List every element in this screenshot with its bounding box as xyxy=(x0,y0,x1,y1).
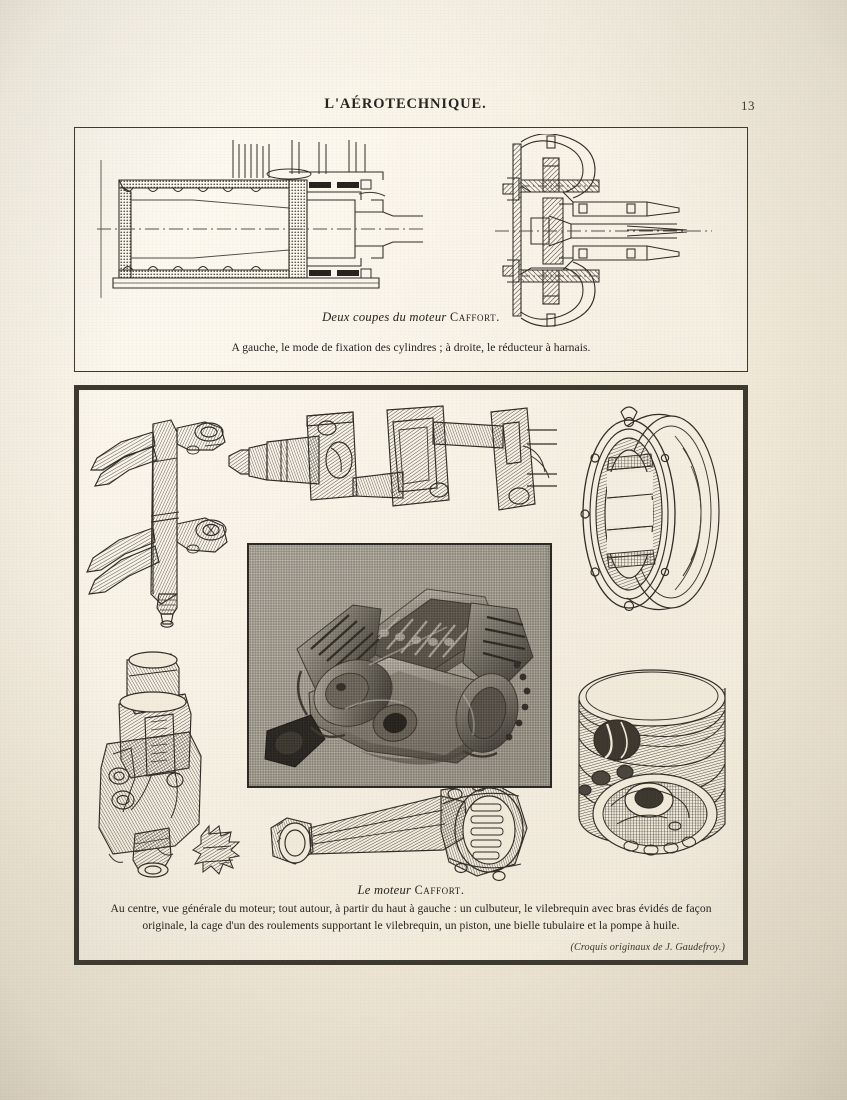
oil-pump xyxy=(98,651,241,878)
engine-photo-image xyxy=(249,545,550,786)
plate-sections-caption-sub: A gauche, le mode de fixation des cylind… xyxy=(231,341,591,354)
plate-engine-caption-title: Le moteur Caffort. xyxy=(75,883,747,898)
running-head-title: L'AÉROTECHNIQUE. xyxy=(324,96,487,112)
connecting-rod xyxy=(270,780,528,882)
engine-photo xyxy=(247,543,552,788)
crankshaft xyxy=(228,405,557,511)
running-head: L'AÉROTECHNIQUE. 13 xyxy=(0,96,847,118)
plate-sections-caption-title: Deux coupes du moteur Caffort. xyxy=(75,310,747,325)
harness-reduction-gear-section xyxy=(495,134,712,327)
plate-engine-frame: Le moteur Caffort. Au centre, vue généra… xyxy=(74,385,748,965)
piston xyxy=(578,669,726,856)
caption-title-text: Le moteur xyxy=(357,883,415,897)
caption-title-text: Deux coupes du moteur xyxy=(322,310,450,324)
plate-sections-body: Deux coupes du moteur Caffort. A gauche,… xyxy=(75,128,747,371)
plate-engine-caption-line1: Au centre, vue générale du moteur; tout … xyxy=(110,902,712,915)
plate-engine-credit: (Croquis originaux de J. Gaudefroy.) xyxy=(570,942,725,953)
caption-title-smallcaps: Caffort. xyxy=(414,883,465,897)
page-folio-number: 13 xyxy=(741,98,755,113)
caption-title-smallcaps: Caffort. xyxy=(449,310,500,324)
plate-sections-frame: Deux coupes du moteur Caffort. A gauche,… xyxy=(74,127,748,372)
halftone-texture xyxy=(249,545,550,786)
bearing-cage xyxy=(580,406,720,612)
plate-engine-body: Le moteur Caffort. Au centre, vue généra… xyxy=(75,386,747,964)
rocker-arm xyxy=(86,419,228,628)
cylinder-mounting-section xyxy=(97,140,423,298)
plate-engine-caption-line2: originale, la cage d'un des roulements s… xyxy=(142,919,680,932)
